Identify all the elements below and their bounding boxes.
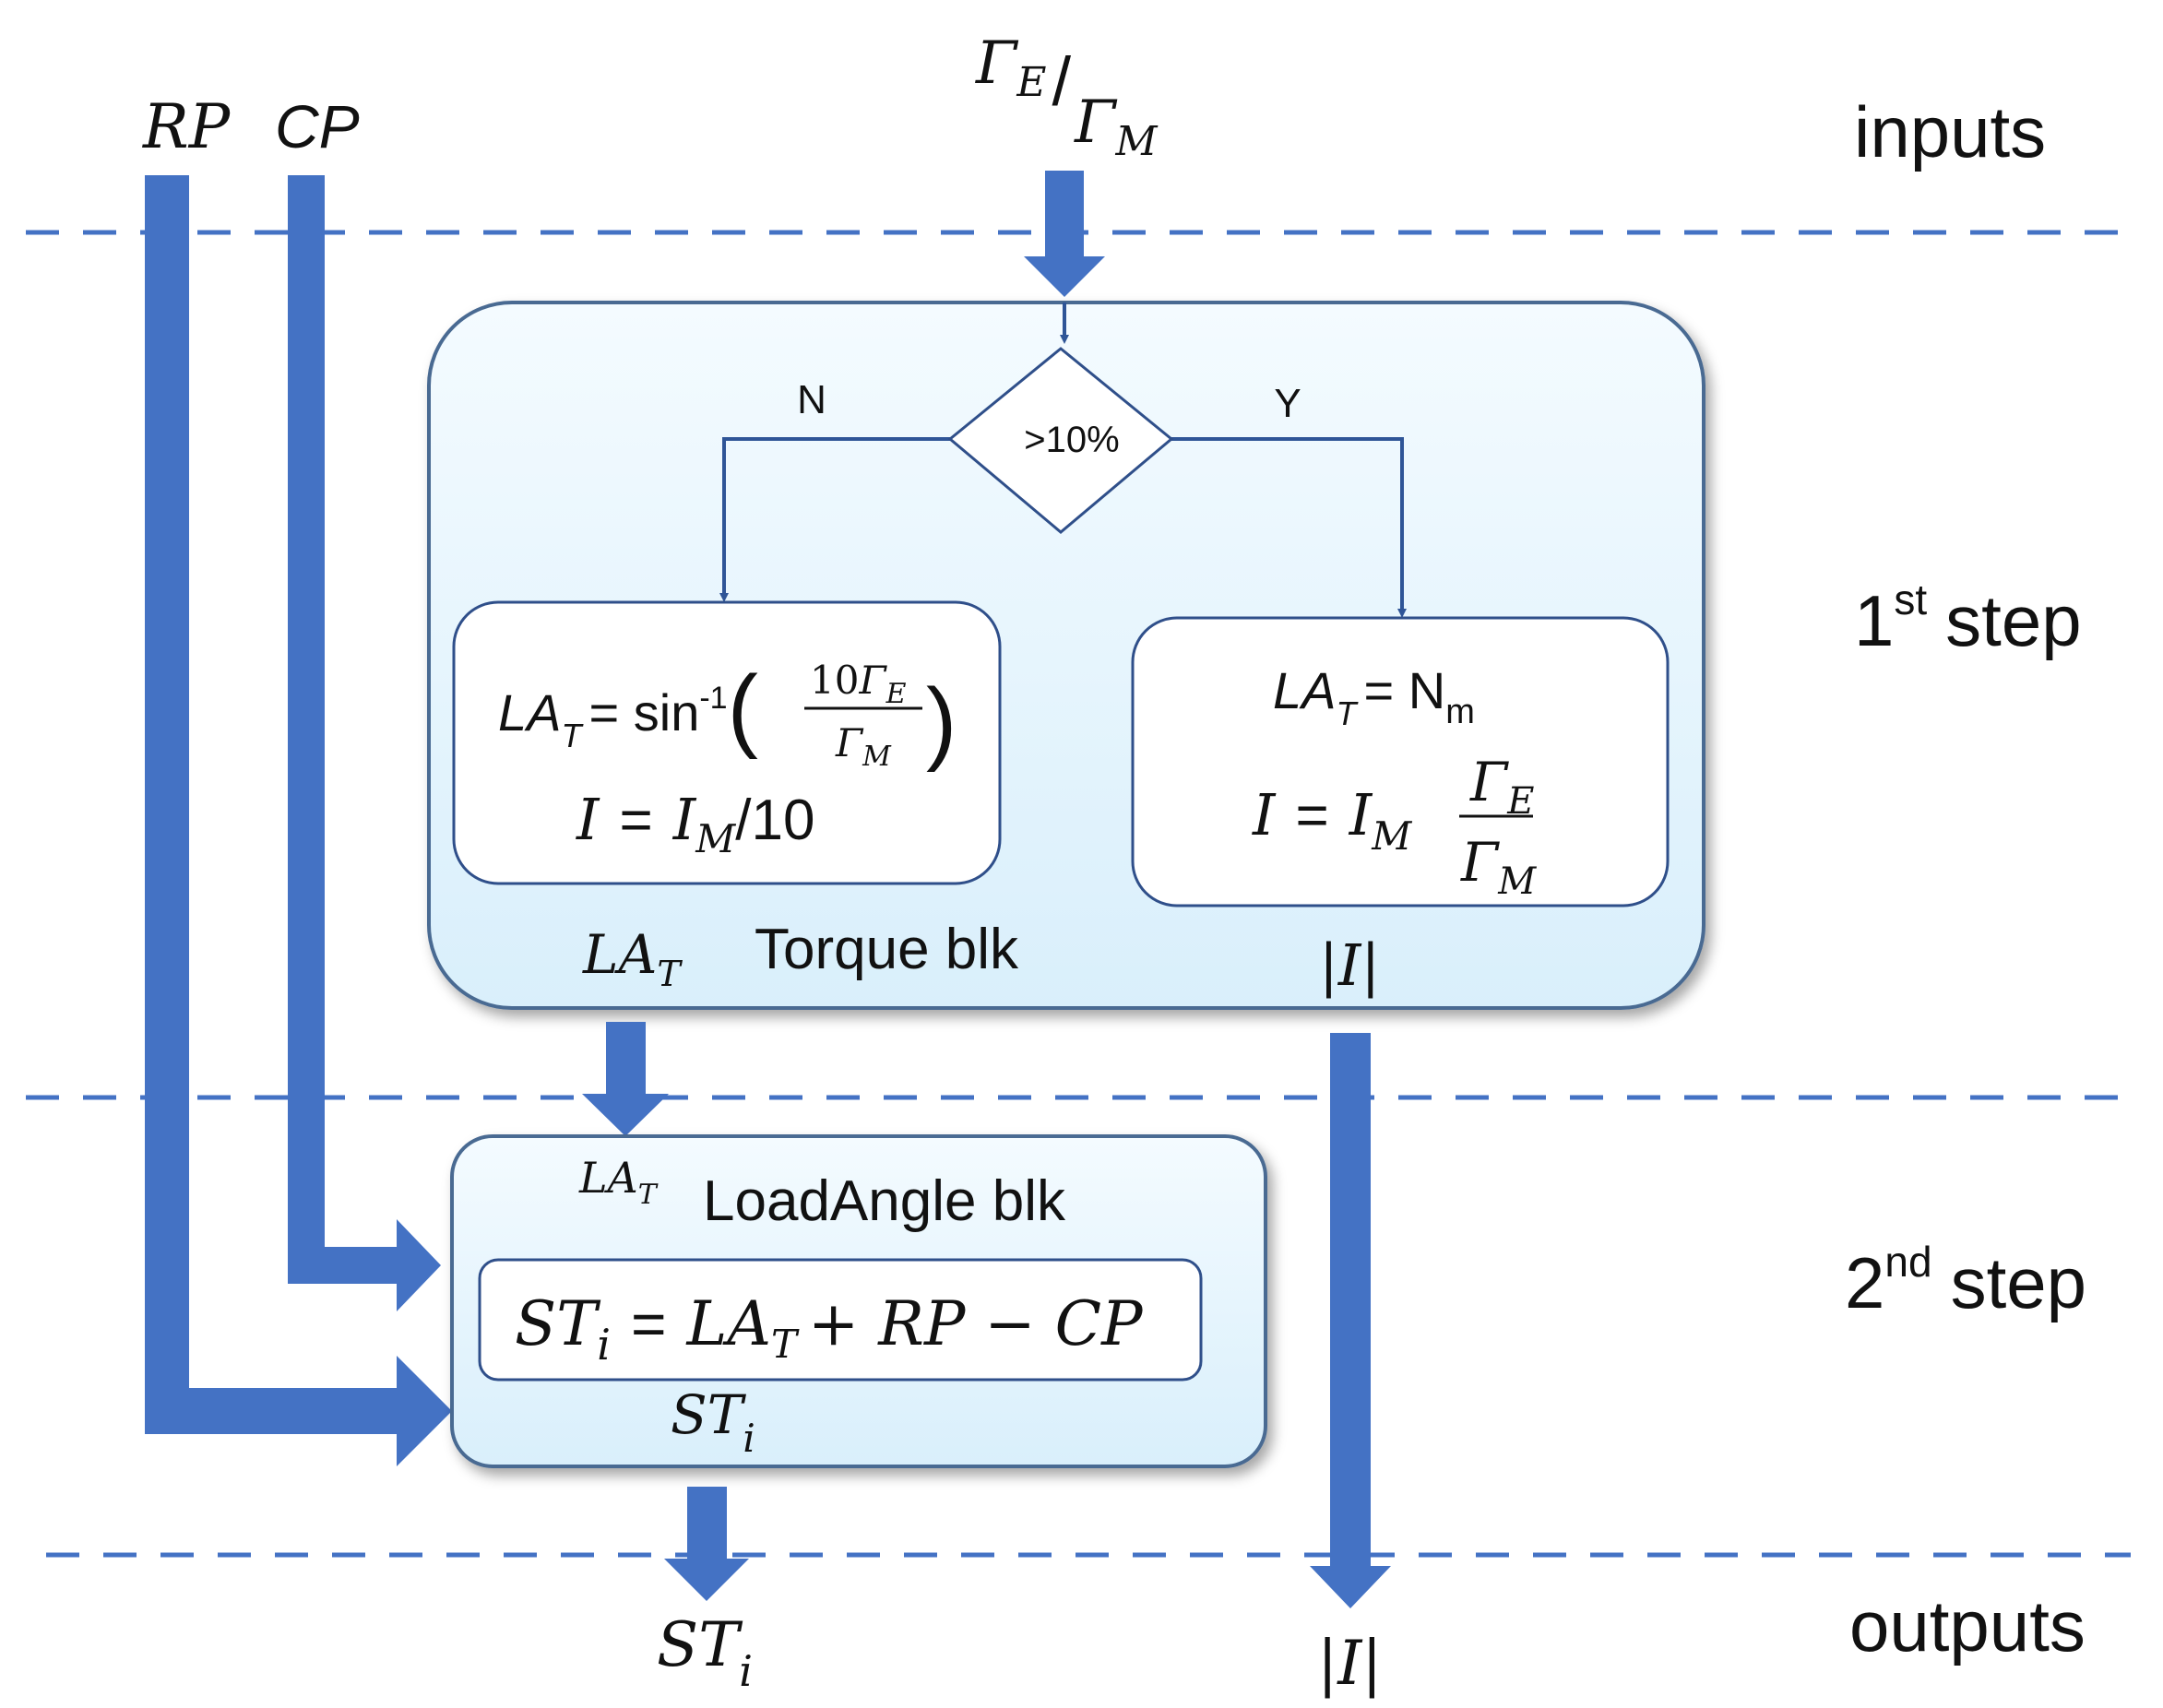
- input-rp-label: RP: [142, 91, 232, 162]
- loadangle-in-la-label: LAT: [578, 1153, 659, 1211]
- branch-yes-label: Y: [1274, 381, 1301, 426]
- current-output-arrow: [1310, 1033, 1391, 1608]
- input-cp-label: CP: [275, 92, 360, 160]
- yes-branch-la-formula: LAT= Nm: [1273, 661, 1475, 732]
- output-current-label: |I|: [1317, 1628, 1383, 1699]
- yes-branch-current-lhs: I=IM: [1252, 781, 1412, 859]
- output-st-label: STi: [657, 1609, 753, 1696]
- decision-diamond: >10%: [947, 347, 1174, 534]
- no-branch-fraction-denominator: ΓM: [835, 720, 892, 773]
- steering-formula-box: STi=LAT+ RP − CP: [478, 1258, 1203, 1382]
- input-gamma-ratio-label: ΓE/ΓM: [975, 30, 1159, 165]
- no-branch-current-formula: I=IM/10: [576, 786, 814, 861]
- cp-flow-arrow: [288, 175, 441, 1311]
- no-branch-paren-close: ): [926, 670, 957, 773]
- torque-out-current-label: |I|: [1319, 931, 1380, 999]
- la-transfer-arrow: [582, 1022, 669, 1136]
- yes-branch-fraction-denominator: ΓM: [1460, 831, 1537, 903]
- input-labels: RP CP ΓE/ΓM: [142, 30, 1159, 165]
- no-branch-formula-box: LAT= sin-1( 10ΓE ΓM ) I=IM/10: [452, 600, 1002, 885]
- loadangle-out-st-label: STi: [671, 1383, 755, 1461]
- steering-formula: STi=LAT+ RP − CP: [515, 1288, 1144, 1370]
- decision-label: >10%: [1024, 420, 1119, 460]
- st-output-arrow: [664, 1487, 749, 1601]
- branch-no-label: N: [797, 377, 826, 422]
- gamma-input-arrow: [1024, 171, 1105, 297]
- torque-out-la-label: LAT: [582, 923, 683, 994]
- stage-label-inputs: inputs: [1854, 91, 2046, 172]
- loadangle-block-title: LoadAngle blk: [703, 1169, 1066, 1233]
- no-branch-la-formula: LAT= sin-1(: [498, 657, 758, 760]
- yes-branch-formula-box: LAT= Nm I=IM ΓE ΓM: [1131, 616, 1670, 907]
- no-branch-fraction-numerator: 10ΓE: [810, 658, 907, 710]
- rp-flow-arrow: [145, 175, 452, 1466]
- decision-connectors: [719, 302, 1407, 618]
- stage-label-outputs: outputs: [1849, 1585, 2086, 1666]
- torque-block-title: Torque blk: [755, 918, 1019, 981]
